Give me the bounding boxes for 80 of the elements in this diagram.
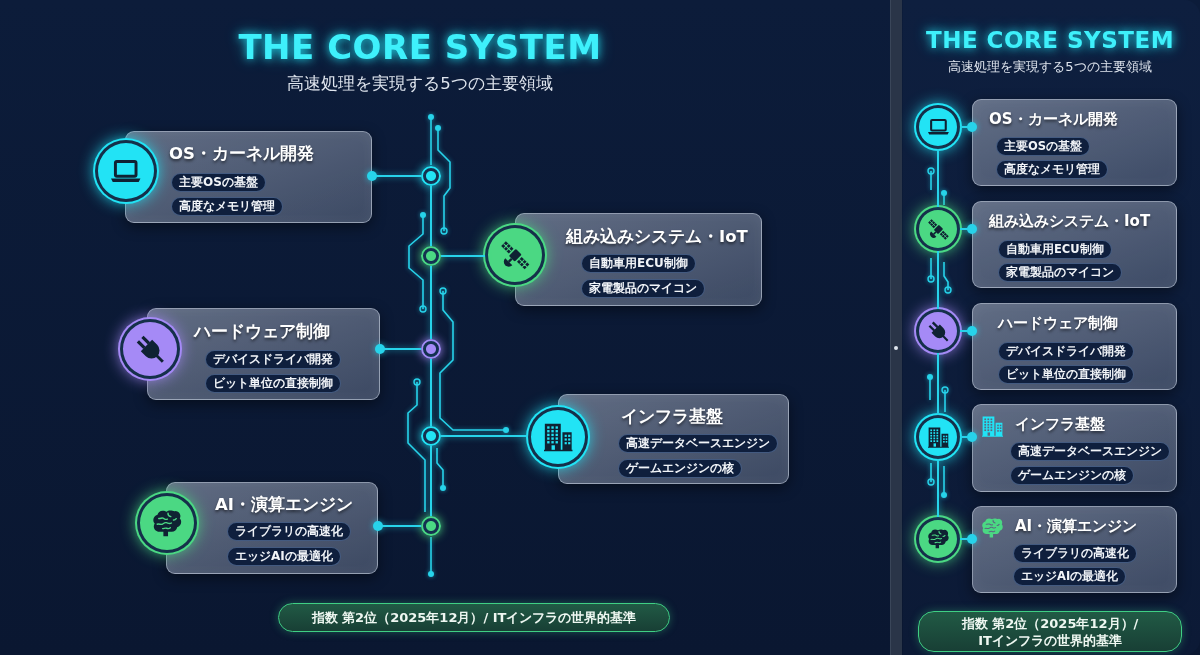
card: [972, 99, 1177, 186]
connector: [440, 255, 486, 257]
tag: 主要OSの基盤: [996, 137, 1091, 156]
card-heading: OS・カーネル開発: [989, 109, 1118, 129]
card-heading: AI・演算エンジン: [1015, 516, 1138, 536]
panel: [903, 0, 1200, 655]
tag: 主要OSの基盤: [171, 173, 266, 192]
junction-node: [421, 246, 441, 266]
title: THE CORE SYSTEM: [238, 25, 602, 69]
tag: エッジAIの最適化: [1013, 567, 1127, 586]
card: [147, 308, 380, 400]
title: THE CORE SYSTEM: [925, 25, 1175, 55]
tag: 家電製品のマイコン: [998, 263, 1122, 282]
tag: 高度なメモリ管理: [996, 160, 1108, 179]
connector: [959, 432, 977, 442]
card: [166, 482, 378, 574]
connector: [937, 458, 939, 518]
card-heading: ハードウェア制御: [998, 313, 1118, 333]
connector: [937, 148, 939, 208]
connector: [937, 250, 939, 310]
tag: ライブラリの高速化: [227, 522, 351, 541]
junction-node: [421, 166, 441, 186]
card-heading: AI・演算エンジン: [215, 494, 353, 515]
connector: [430, 358, 432, 427]
card-heading: 組み込みシステム・IoT: [989, 211, 1151, 231]
connector: [373, 521, 422, 531]
card: [972, 303, 1177, 390]
connector: [959, 122, 977, 132]
card: [558, 394, 789, 484]
tag: デバイスドライバ開発: [205, 350, 341, 369]
tag: ビット単位の直接制御: [998, 365, 1134, 384]
connector: [430, 265, 432, 340]
icon-circle: [95, 140, 157, 202]
icon-circle: [916, 415, 960, 459]
junction-node: [421, 426, 441, 446]
icon-circle: [120, 319, 180, 379]
junction-node: [421, 339, 441, 359]
tag: 自動車用ECU制御: [998, 240, 1112, 259]
icon-circle: [485, 225, 545, 285]
connector: [430, 185, 432, 247]
card: [125, 131, 372, 223]
subtitle: 高速処理を実現する5つの主要領域: [287, 72, 553, 94]
tag: 高速データベースエンジン: [1010, 442, 1170, 461]
info-banner: 指数 第2位（2025年12月）/ ITインフラの世界的基準: [278, 603, 670, 632]
card: [972, 201, 1177, 288]
info-banner: 指数 第2位（2025年12月）/ ITインフラの世界的基準: [918, 611, 1182, 652]
tag: 高度なメモリ管理: [171, 197, 283, 216]
tag: ライブラリの高速化: [1013, 544, 1137, 563]
card: [515, 213, 762, 306]
connector: [959, 224, 977, 234]
card-heading: 組み込みシステム・IoT: [566, 226, 748, 247]
tag: エッジAIの最適化: [227, 547, 341, 566]
card: [972, 506, 1177, 593]
card-heading: OS・カーネル開発: [169, 143, 314, 164]
icon-circle: [916, 105, 960, 149]
connector: [959, 326, 977, 336]
card-heading: ハードウェア制御: [194, 321, 330, 342]
card-heading: インフラ基盤: [1015, 414, 1105, 434]
tag: 高速データベースエンジン: [618, 434, 778, 453]
card-heading: インフラ基盤: [621, 406, 723, 427]
connector: [937, 352, 939, 416]
icon-circle: [916, 517, 960, 561]
tag: ゲームエンジンの核: [1010, 466, 1134, 485]
icon-circle: [916, 309, 960, 353]
connector: [430, 445, 432, 517]
icon-circle: [916, 207, 960, 251]
junction-node: [421, 516, 441, 536]
tag: ビット単位の直接制御: [205, 374, 341, 393]
tag: 家電製品のマイコン: [581, 279, 705, 298]
icon-circle: [137, 493, 197, 553]
icon-circle: [528, 407, 588, 467]
card: [972, 404, 1177, 492]
tag: デバイスドライバ開発: [998, 342, 1134, 361]
connector: [367, 171, 422, 181]
subtitle: 高速処理を実現する5つの主要領域: [948, 59, 1152, 75]
connector: [959, 534, 977, 544]
tag: 自動車用ECU制御: [581, 254, 696, 273]
connector: [440, 435, 529, 437]
tag: ゲームエンジンの核: [618, 459, 742, 478]
connector: [375, 344, 422, 354]
